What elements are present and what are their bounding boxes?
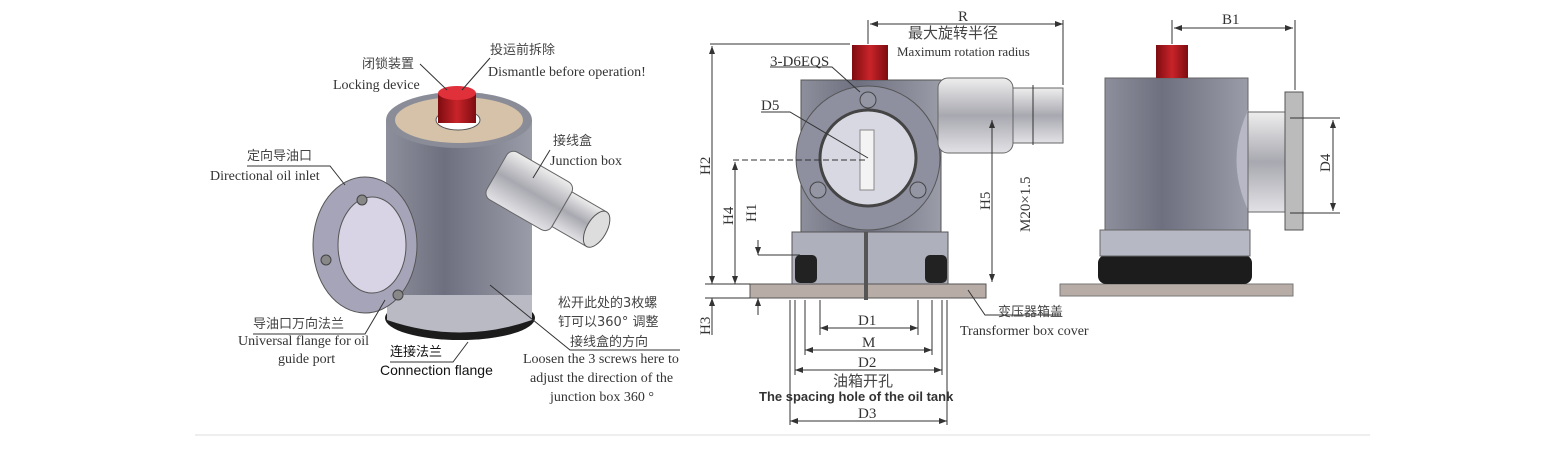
universal-flange-label-1: Universal flange for oil [238, 334, 369, 349]
front-view: R 最大旋转半径 Maximum rotation radius 3-D6EQS… [698, 9, 1089, 425]
front-red-knob [852, 45, 888, 80]
dim-D3: D3 [858, 406, 876, 422]
dim-B1: B1 [1222, 12, 1240, 28]
cover-label-cn: 变压器箱盖 [998, 304, 1063, 320]
dim-H3: H3 [698, 317, 714, 335]
screws-note-1: Loosen the 3 screws here to [523, 352, 679, 367]
dim-H1: H1 [744, 204, 760, 222]
screws-note-cn-3: 接线盒的方向 [570, 334, 648, 350]
universal-flange-label-cn: 导油口万向法兰 [253, 316, 344, 332]
dim-H2: H2 [698, 157, 714, 175]
connection-flange-label: Connection flange [380, 362, 493, 378]
dismantle-label-cn: 投运前拆除 [490, 42, 555, 58]
dismantle-label: Dismantle before operation! [488, 65, 646, 80]
isometric-view: 闭锁装置 Locking device 投运前拆除 Dismantle befo… [210, 42, 680, 405]
screws-note-3: junction box 360 ° [549, 390, 654, 405]
screws-note-cn-2: 钉可以360° 调整 [558, 315, 658, 330]
universal-flange-label-2: guide port [278, 352, 335, 367]
locking-device-label-cn: 闭锁装置 [362, 56, 414, 72]
dim-H5: H5 [978, 192, 994, 210]
tank-hole-label-cn: 油箱开孔 [833, 372, 893, 390]
junction-box-shape [485, 150, 611, 248]
screws-note-2: adjust the direction of the [530, 371, 673, 386]
front-junction-box [937, 77, 1014, 154]
radius-label-cn: 最大旋转半径 [908, 24, 998, 42]
cover-label: Transformer box cover [960, 324, 1089, 339]
dim-D1: D1 [858, 313, 876, 329]
side-body [1104, 77, 1249, 231]
side-red-knob [1156, 45, 1188, 78]
dim-H4: H4 [721, 206, 737, 225]
dim-D5: D5 [761, 98, 779, 114]
locking-device-label: Locking device [333, 78, 420, 93]
dim-D2: D2 [858, 355, 876, 371]
oil-inlet-label: Directional oil inlet [210, 169, 320, 184]
tank-hole-label: The spacing hole of the oil tank [759, 389, 954, 404]
connection-flange-label-cn: 连接法兰 [390, 344, 442, 360]
radius-label: Maximum rotation radius [897, 44, 1030, 59]
side-cover-plate [1059, 283, 1294, 297]
junction-box-label-cn: 接线盒 [553, 133, 592, 149]
screws-note-cn-1: 松开此处的3枚螺 [558, 295, 657, 311]
dim-bolts: 3-D6EQS [770, 54, 829, 70]
junction-box-label: Junction box [550, 154, 622, 169]
oil-inlet-label-cn: 定向导油口 [247, 148, 312, 164]
dim-M: M [862, 335, 875, 351]
dim-D4: D4 [1318, 153, 1334, 172]
dim-thread: M20×1.5 [1018, 176, 1034, 232]
side-view: B1 D4 [1059, 12, 1340, 297]
dim-R: R [958, 9, 968, 25]
